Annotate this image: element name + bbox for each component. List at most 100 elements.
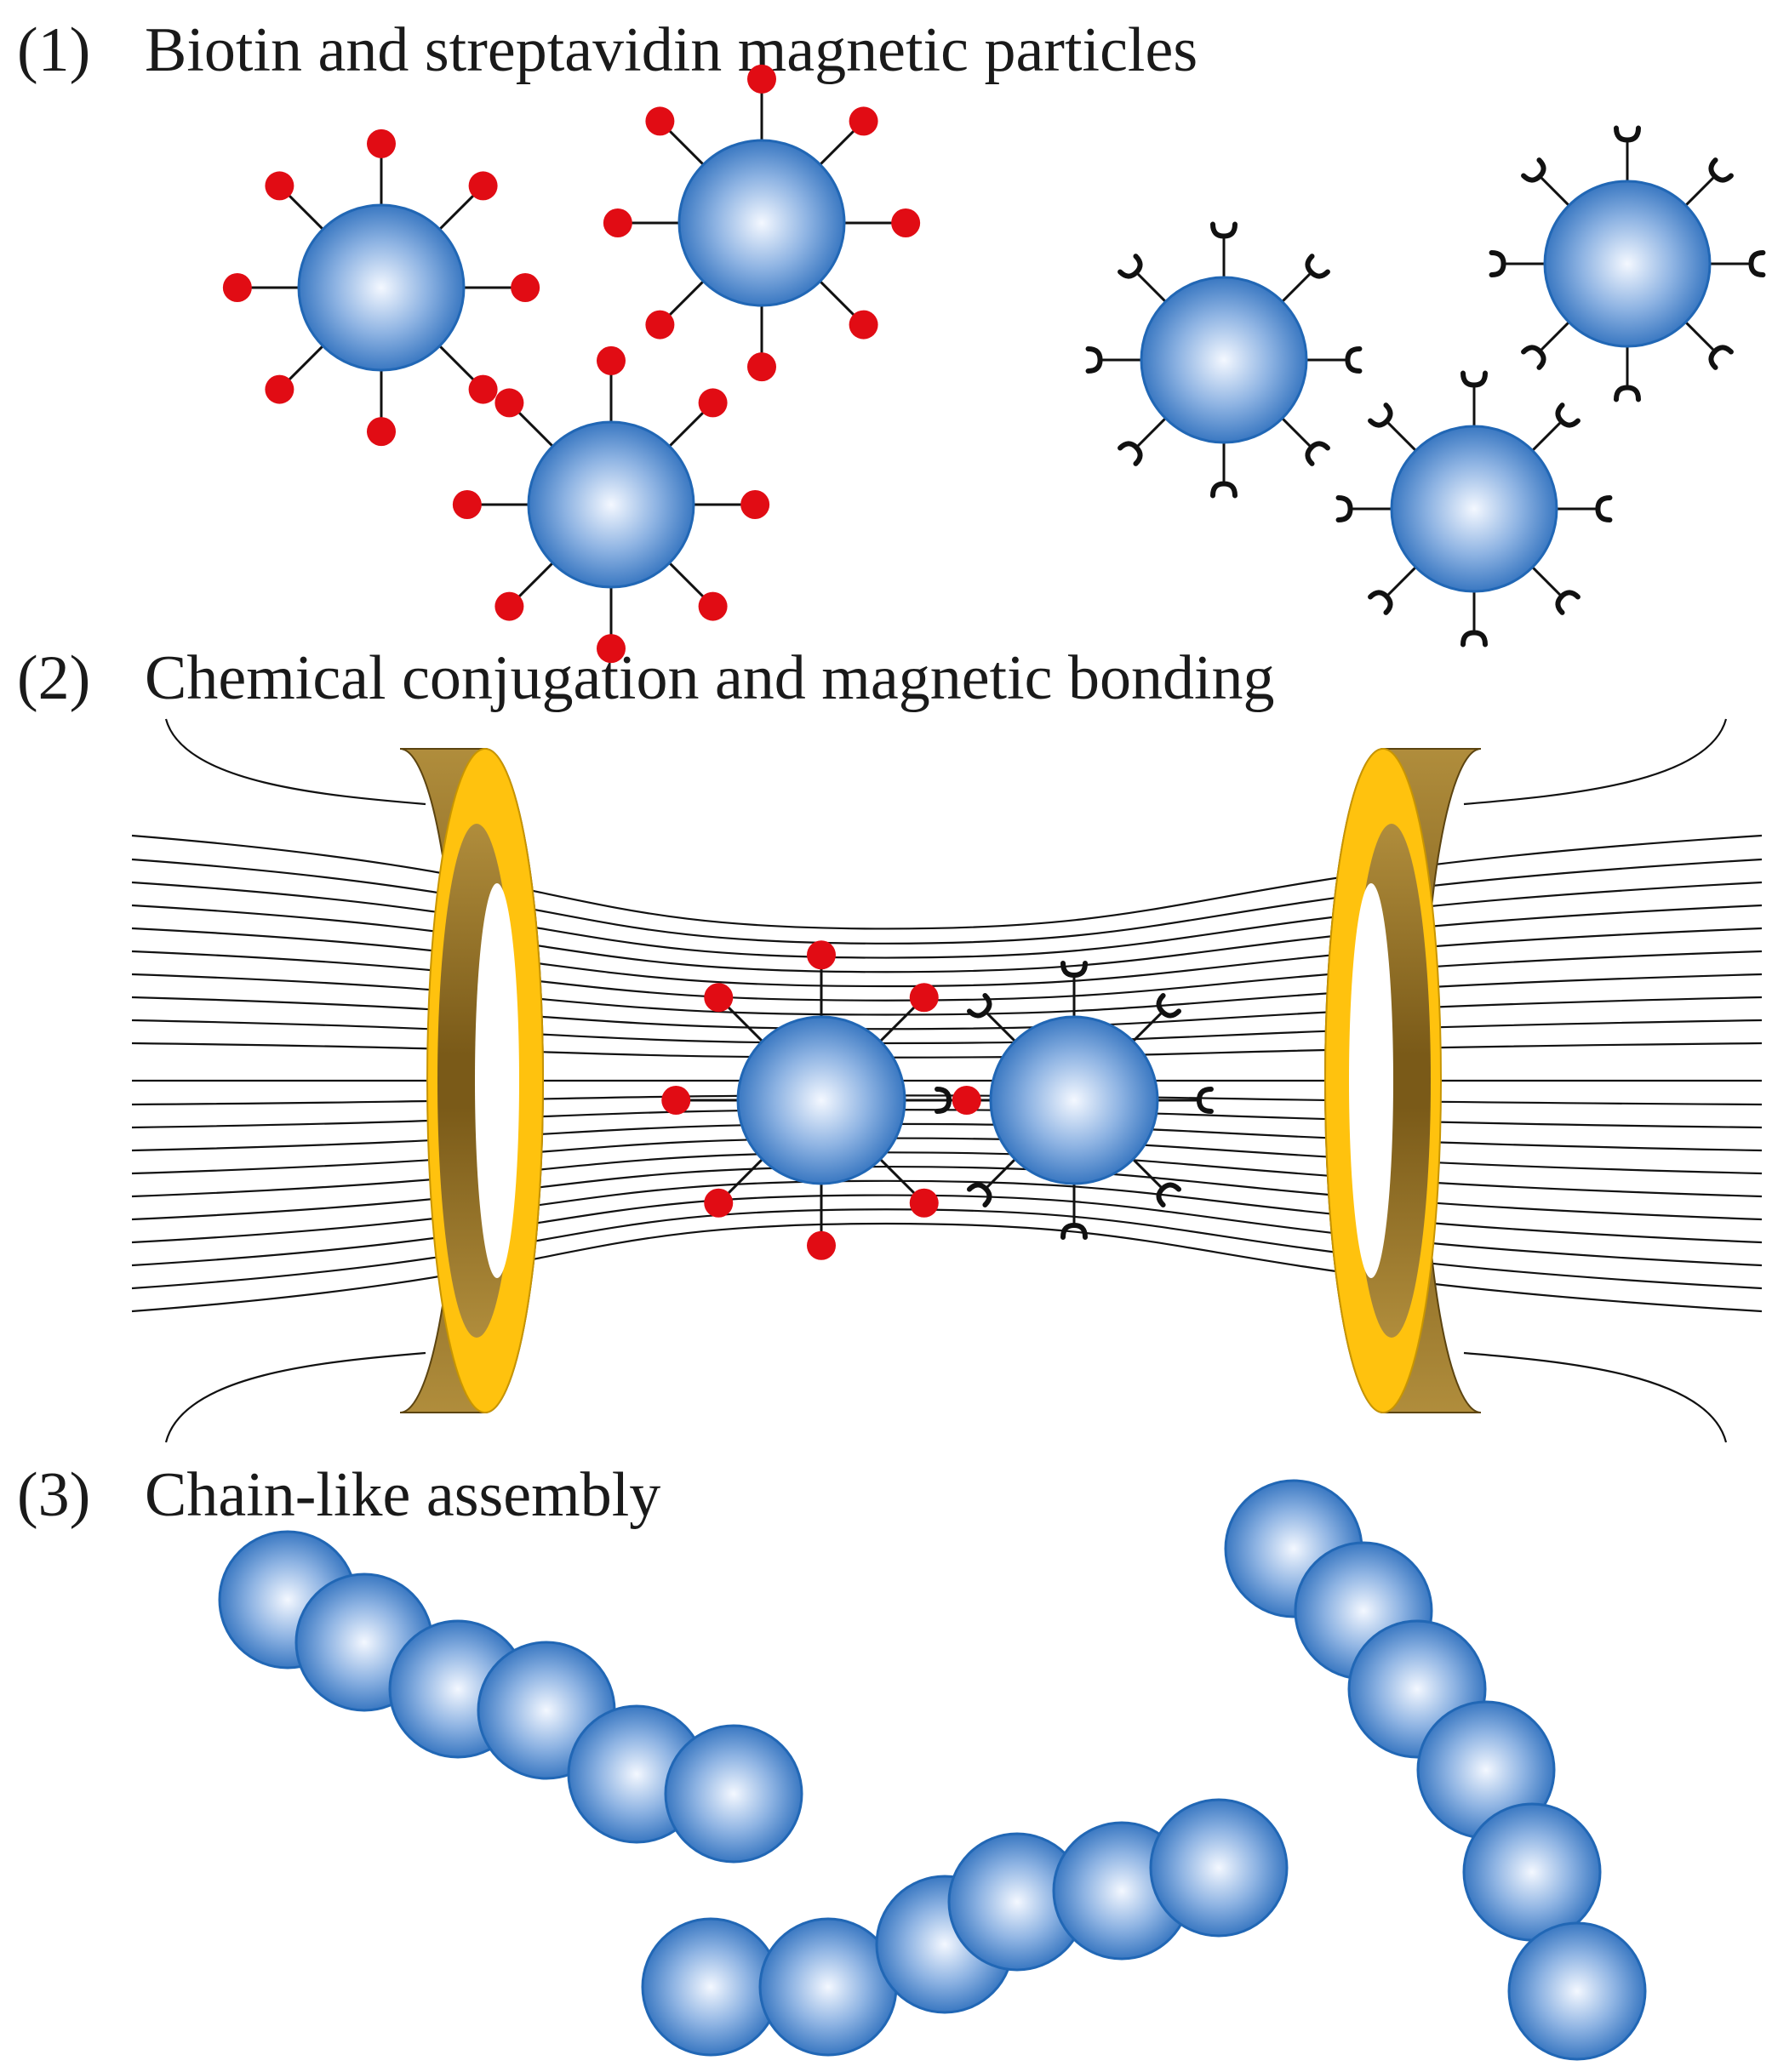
section-2-heading: (2)Chemical conjugation and magnetic bon… <box>17 647 1275 710</box>
y-receptor-streptavidin-icon <box>1060 961 1088 979</box>
magnet-coil-icon <box>1324 748 1482 1413</box>
magnetic-bead-icon <box>989 1015 1159 1185</box>
y-receptor-streptavidin-icon <box>966 1182 992 1208</box>
y-receptor-streptavidin-icon <box>1555 590 1581 615</box>
red-dot-biotin-icon <box>265 171 294 201</box>
biotin-particle <box>452 345 770 664</box>
streptavidin-particle <box>1335 370 1613 648</box>
magnetic-bead-icon <box>527 420 695 589</box>
magnet-coil-icon <box>399 748 544 1413</box>
field-line <box>131 1151 1763 1198</box>
biotin-particle-bound <box>661 940 981 1260</box>
red-dot-biotin-icon <box>511 273 540 302</box>
y-receptor-streptavidin-icon <box>1210 221 1238 239</box>
red-dot-biotin-icon <box>704 983 734 1013</box>
section-1-heading: (1)Biotin and streptavidin magnetic part… <box>17 19 1198 82</box>
red-dot-biotin-icon <box>468 171 498 201</box>
red-dot-biotin-icon <box>704 1188 734 1218</box>
red-dot-biotin-icon <box>645 106 675 136</box>
red-dot-biotin-icon <box>265 374 294 404</box>
section-1-title: Biotin and streptavidin magnetic particl… <box>145 15 1198 85</box>
y-receptor-streptavidin-icon <box>1118 441 1143 466</box>
y-receptor-streptavidin-icon <box>1196 1087 1214 1114</box>
red-dot-biotin-icon <box>494 388 524 418</box>
field-line <box>1463 718 1728 806</box>
chain-bead <box>1149 1798 1289 1938</box>
chain-bead <box>641 1917 780 2057</box>
y-receptor-streptavidin-icon <box>1368 402 1393 428</box>
y-receptor-streptavidin-icon <box>1708 157 1734 183</box>
particle-chain <box>1224 1479 1647 2061</box>
red-dot-biotin-icon <box>597 634 626 664</box>
y-receptor-streptavidin-icon <box>1305 254 1330 279</box>
y-receptor-streptavidin-icon <box>1156 992 1182 1019</box>
red-dot-biotin-icon <box>367 128 396 158</box>
section-3-number: (3) <box>17 1460 91 1530</box>
biotin-particle <box>222 128 540 447</box>
red-dot-biotin-icon <box>597 345 626 375</box>
biotin-particle <box>603 64 921 382</box>
coil-hole <box>475 883 519 1278</box>
magnetic-bead-icon <box>677 139 846 307</box>
field-line <box>131 858 1763 945</box>
y-receptor-streptavidin-icon <box>966 992 992 1019</box>
section-1-number: (1) <box>17 15 91 85</box>
magnetic-bead-icon <box>1543 180 1712 348</box>
magnetic-bead-icon <box>297 203 466 372</box>
magnetic-field-lines <box>131 718 1763 1443</box>
red-dot-biotin-icon <box>891 208 921 237</box>
red-dot-biotin-icon <box>603 208 632 237</box>
red-dot-biotin-icon <box>747 352 776 382</box>
streptavidin-particle <box>1085 221 1363 499</box>
y-receptor-streptavidin-icon <box>1210 481 1238 499</box>
magnetic-bead-icon <box>1390 425 1558 593</box>
red-dot-biotin-icon <box>849 310 878 340</box>
y-receptor-streptavidin-icon <box>1595 495 1613 522</box>
red-dot-biotin-icon <box>807 1230 836 1260</box>
red-dot-biotin-icon <box>468 374 498 404</box>
field-line <box>131 1165 1763 1221</box>
red-dot-biotin-icon <box>698 591 728 621</box>
streptavidin-particle <box>1489 125 1766 402</box>
y-receptor-streptavidin-icon <box>1489 250 1506 277</box>
y-receptor-streptavidin-icon <box>1521 157 1546 183</box>
red-dot-biotin-icon <box>807 940 836 970</box>
y-receptor-streptavidin-icon <box>1460 630 1488 648</box>
section-3-heading: (3)Chain-like assembly <box>17 1464 660 1527</box>
red-dot-biotin-icon <box>849 106 878 136</box>
y-receptor-streptavidin-icon <box>1614 125 1641 143</box>
red-dot-biotin-icon <box>645 310 675 340</box>
magnetic-bead-icon <box>1140 276 1308 444</box>
red-dot-biotin-icon <box>222 273 252 302</box>
y-receptor-streptavidin-icon <box>1614 385 1641 402</box>
y-receptor-streptavidin-icon <box>1708 345 1734 370</box>
chain-bead <box>664 1724 803 1864</box>
y-receptor-streptavidin-icon <box>1156 1182 1182 1208</box>
y-receptor-streptavidin-icon <box>1345 346 1363 374</box>
red-dot-biotin-icon <box>661 1086 691 1115</box>
field-line <box>131 1179 1763 1244</box>
y-receptor-streptavidin-icon <box>1305 441 1330 466</box>
red-dot-biotin-icon <box>740 490 770 519</box>
y-receptor-streptavidin-icon <box>1748 250 1766 277</box>
section-3-title: Chain-like assembly <box>145 1460 661 1530</box>
coil-hole <box>1349 883 1393 1278</box>
field-line <box>131 973 1763 1016</box>
field-line <box>131 1208 1763 1290</box>
particle-chain <box>218 1530 803 1864</box>
red-dot-biotin-icon <box>698 388 728 418</box>
section-2-title: Chemical conjugation and magnetic bondin… <box>145 643 1275 713</box>
red-dot-biotin-icon <box>909 983 939 1013</box>
red-dot-biotin-icon <box>494 591 524 621</box>
chain-bead <box>1507 1921 1647 2061</box>
y-receptor-streptavidin-icon <box>1335 495 1353 522</box>
field-line <box>131 1122 1763 1152</box>
field-line <box>164 1351 426 1443</box>
streptavidin-particle-bound <box>935 961 1214 1240</box>
red-dot-biotin-icon <box>747 64 776 94</box>
red-dot-biotin-icon <box>952 1086 981 1115</box>
field-line <box>164 718 426 806</box>
y-receptor-streptavidin-icon <box>1521 345 1546 370</box>
